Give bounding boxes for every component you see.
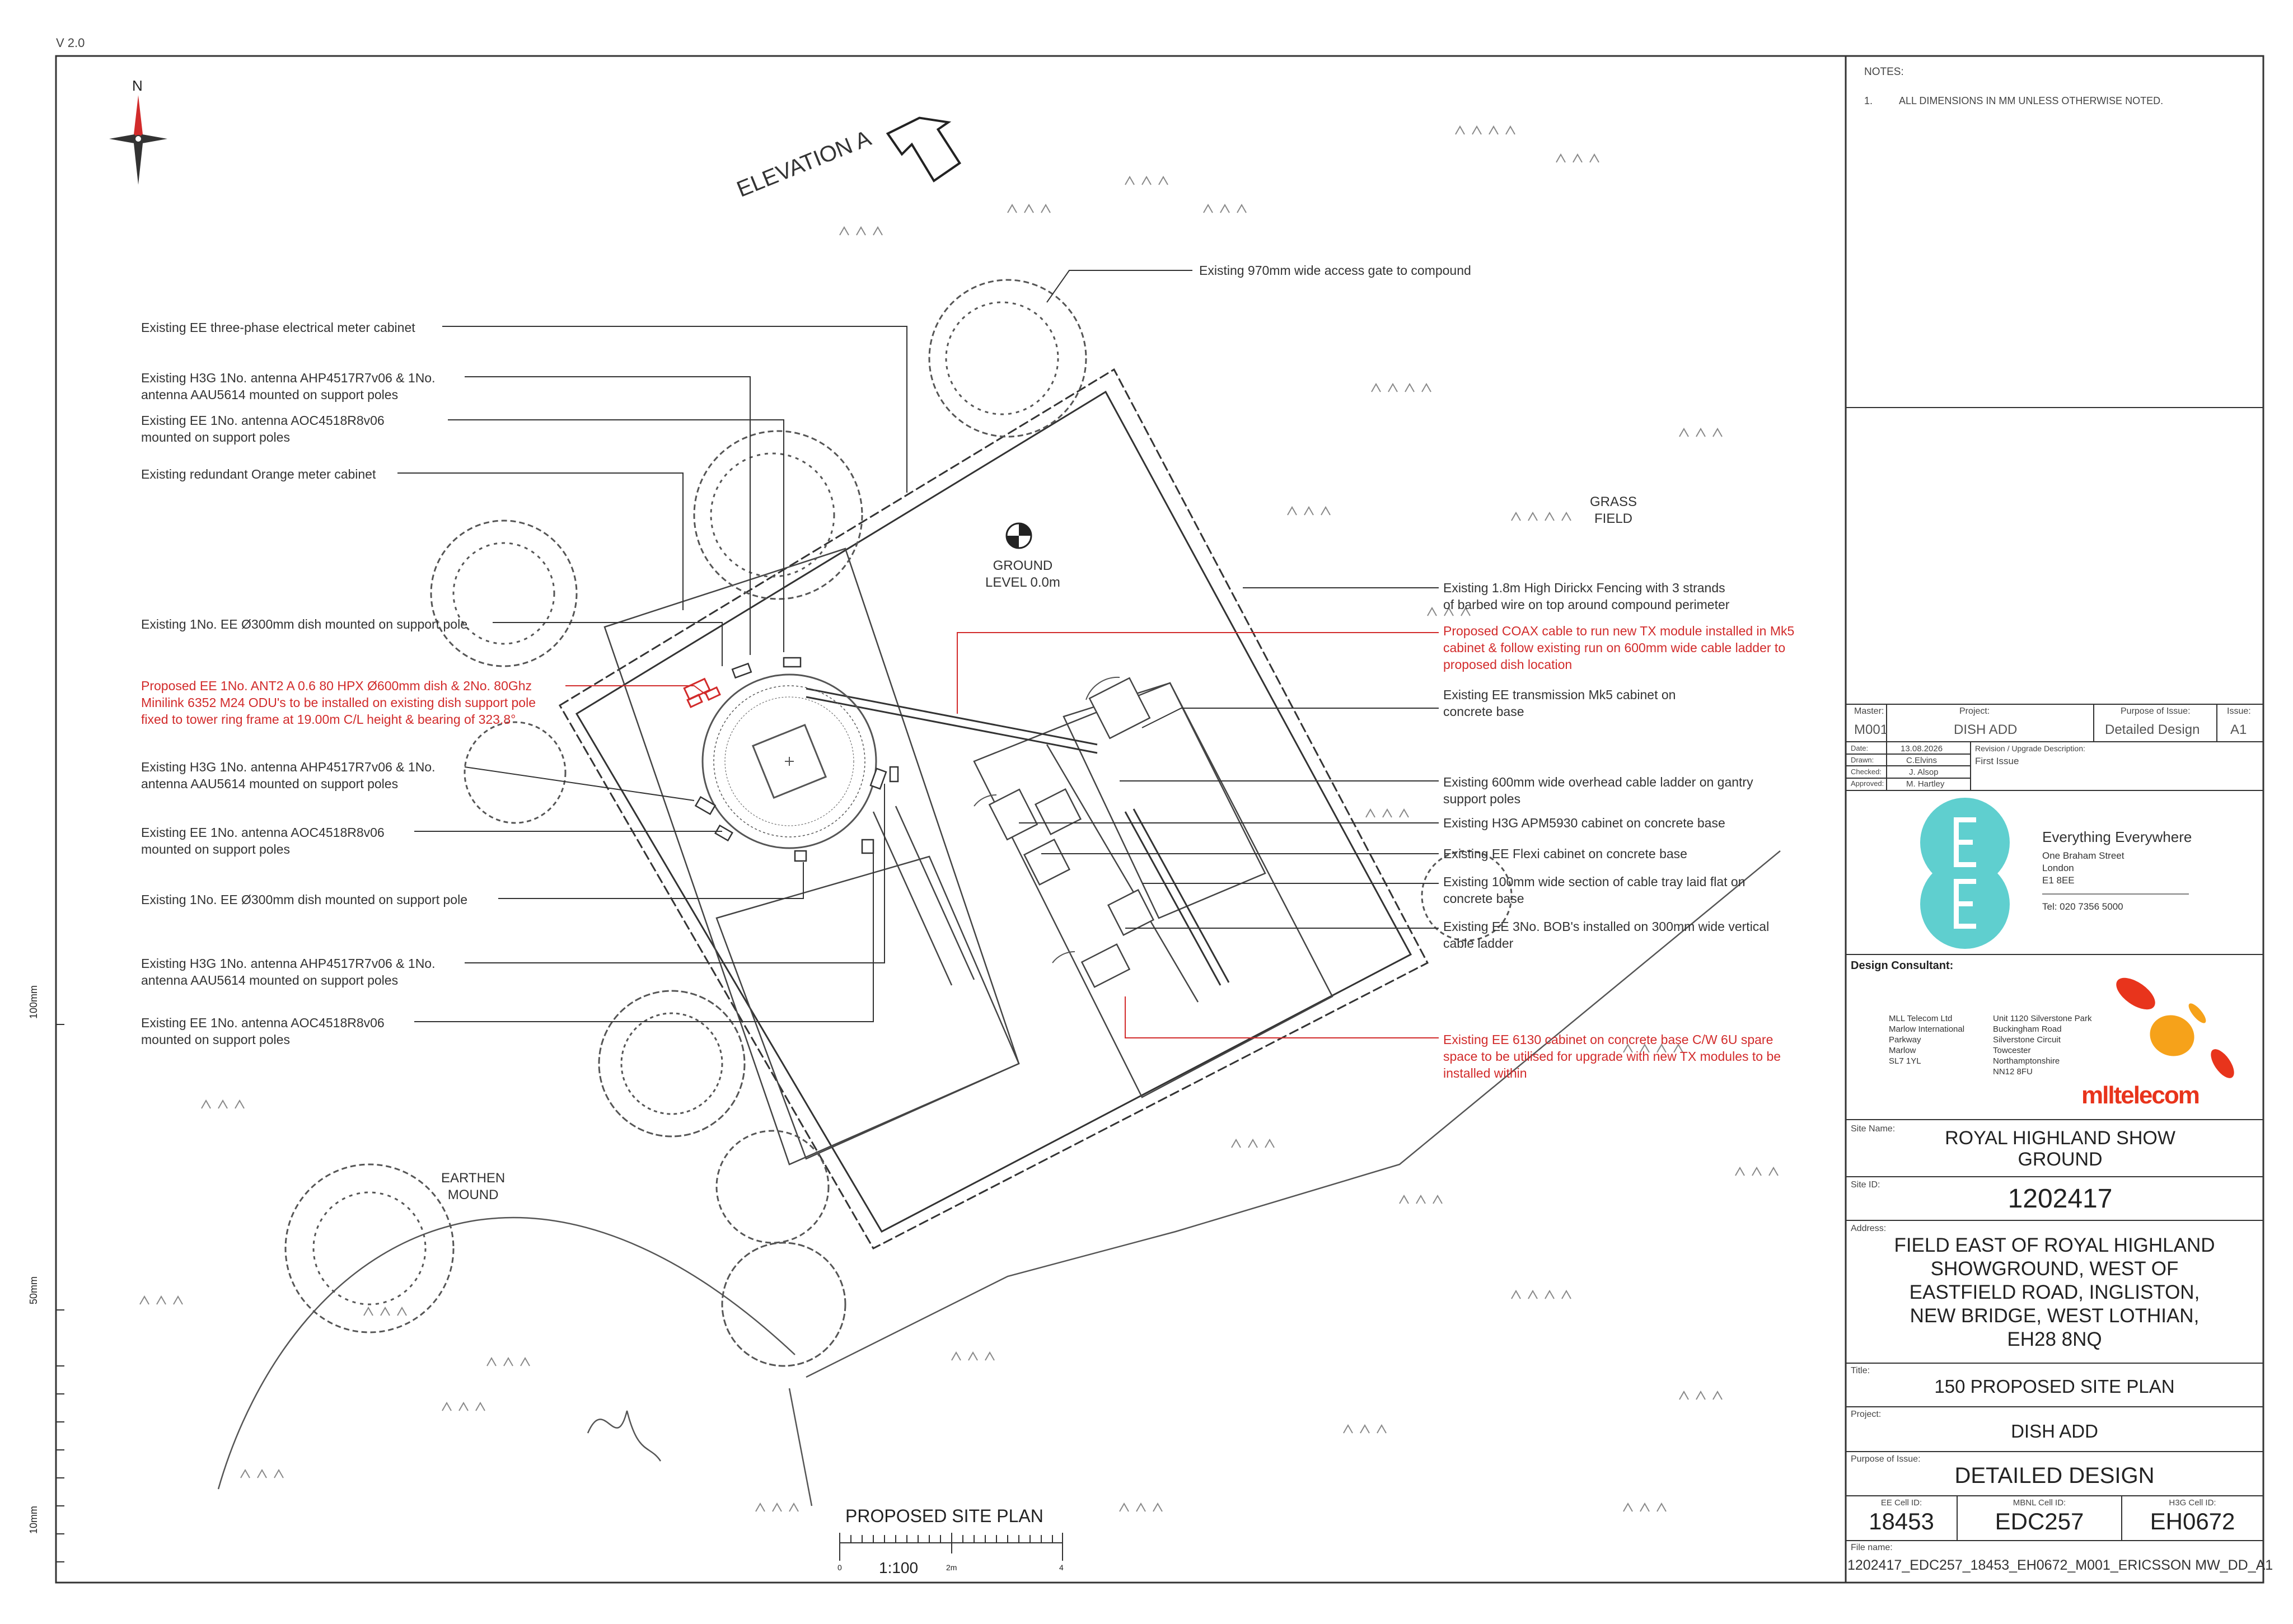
- callout-left-2: Existing H3G 1No. antenna AHP4517R7v06 &…: [141, 371, 436, 402]
- master-label: Master:: [1854, 706, 1884, 716]
- tower-ring: [701, 673, 877, 849]
- north-arrow-icon: [109, 95, 167, 185]
- site-name: ROYAL HIGHLAND SHOW GROUND: [1945, 1127, 2175, 1170]
- design-consultant-label: Design Consultant:: [1851, 960, 1954, 972]
- plan-title: PROPOSED SITE PLAN: [845, 1506, 1043, 1526]
- callout-right-8: Existing 100mm wide section of cable tra…: [1443, 874, 1746, 906]
- ee-logo: [1920, 798, 2010, 949]
- mbnl-cell-label: MBNL Cell ID:: [2013, 1498, 2066, 1508]
- issue-value: A1: [2230, 722, 2247, 737]
- mll-logo-text: mlltelecom: [2081, 1082, 2200, 1109]
- side-scale-100: 100mm: [28, 985, 39, 1019]
- site-id: 1202417: [2007, 1184, 2113, 1214]
- scale-tick-4: 4: [1059, 1563, 1064, 1572]
- ee-tel: Tel: 020 7356 5000: [2042, 901, 2123, 912]
- h3g-cell-id: EH0672: [2150, 1508, 2235, 1534]
- north-label: N: [132, 77, 143, 94]
- callout-left-10: Existing H3G 1No. antenna AHP4517R7v06 &…: [141, 956, 436, 987]
- callout-left-5: Existing 1No. EE Ø300mm dish mounted on …: [141, 617, 467, 631]
- scale-ratio: 1:100: [879, 1559, 919, 1576]
- ee-company-name: Everything Everywhere: [2042, 829, 2192, 845]
- project-short: DISH ADD: [1954, 722, 2018, 737]
- callout-right-7: Existing EE Flexi cabinet on concrete ba…: [1443, 846, 1687, 861]
- checked-value: J. Alsop: [1909, 767, 1939, 777]
- callout-left-1: Existing EE three-phase electrical meter…: [141, 320, 415, 335]
- mll-logo: [2116, 977, 2234, 1078]
- project-label: Project:: [1851, 1410, 1882, 1419]
- revision-value: First Issue: [1975, 756, 2019, 766]
- approved-label: Approved:: [1851, 779, 1884, 788]
- date-label: Date:: [1851, 744, 1869, 752]
- scale-bar: [839, 1533, 1063, 1561]
- callout-right-9: Existing EE 3No. BOB's installed on 300m…: [1443, 919, 1770, 951]
- site-name-label: Site Name:: [1851, 1124, 1896, 1134]
- trees: [284, 279, 1513, 1367]
- approved-value: M. Hartley: [1906, 779, 1945, 789]
- version-label: V 2.0: [56, 36, 85, 50]
- address-label: Address:: [1851, 1224, 1887, 1233]
- callout-left-9: Existing 1No. EE Ø300mm dish mounted on …: [141, 892, 467, 907]
- scale-tick-0: 0: [837, 1563, 842, 1572]
- drawn-label: Drawn:: [1851, 756, 1874, 764]
- callout-left-8: Existing EE 1No. antenna AOC4518R8v06 mo…: [141, 825, 385, 857]
- callout-left-6-proposed: Proposed EE 1No. ANT2 A 0.6 80 HPX Ø600m…: [141, 678, 536, 727]
- ground-datum-icon: [1005, 522, 1032, 549]
- notes-heading: NOTES:: [1864, 66, 1904, 78]
- callout-right-6: Existing H3G APM5930 cabinet on concrete…: [1443, 816, 1725, 830]
- site-id-label: Site ID:: [1851, 1180, 1880, 1190]
- checked-label: Checked:: [1851, 767, 1882, 776]
- site-address: FIELD EAST OF ROYAL HIGHLAND SHOWGROUND,…: [1894, 1234, 2215, 1350]
- callout-right-10-proposed: Existing EE 6130 cabinet on concrete bas…: [1443, 1032, 1781, 1080]
- elevation-arrow-icon: [886, 116, 962, 182]
- callout-right-1: Existing 970mm wide access gate to compo…: [1199, 263, 1471, 278]
- notes-item-1: ALL DIMENSIONS IN MM UNLESS OTHERWISE NO…: [1899, 95, 2164, 106]
- drawing-title: 150 PROPOSED SITE PLAN: [1934, 1376, 2175, 1397]
- mbnl-cell-id: EDC257: [1995, 1508, 2084, 1534]
- file-name-label: File name:: [1851, 1543, 1893, 1552]
- callout-right-2: Existing 1.8m High Dirickx Fencing with …: [1443, 581, 1730, 612]
- purpose-short: Detailed Design: [2105, 722, 2200, 737]
- drawn-value: C.Elvins: [1906, 756, 1938, 765]
- callout-left-3: Existing EE 1No. antenna AOC4518R8v06 mo…: [141, 413, 385, 444]
- ee-address: One Braham Street London E1 8EE: [2042, 850, 2124, 886]
- grass-field-label: GRASS FIELD: [1590, 494, 1637, 526]
- h3g-cell-label: H3G Cell ID:: [2169, 1498, 2216, 1508]
- master-value: M001: [1854, 722, 1888, 737]
- file-name: 1202417_EDC257_18453_EH0672_M001_ERICSSO…: [1847, 1557, 2273, 1573]
- callout-left-7: Existing H3G 1No. antenna AHP4517R7v06 &…: [141, 760, 436, 791]
- callout-left-4: Existing redundant Orange meter cabinet: [141, 467, 376, 481]
- callout-right-4: Existing EE transmission Mk5 cabinet on …: [1443, 687, 1676, 719]
- callout-left-11: Existing EE 1No. antenna AOC4518R8v06 mo…: [141, 1015, 385, 1047]
- grass-tufts: [139, 125, 1779, 1512]
- proposed-dish-icon: [683, 677, 721, 708]
- date-value: 13.08.2026: [1901, 744, 1943, 754]
- callout-right-5: Existing 600mm wide overhead cable ladde…: [1443, 775, 1753, 806]
- purpose-label: Purpose of Issue:: [1851, 1454, 1921, 1464]
- purpose-of-issue: DETAILED DESIGN: [1954, 1463, 2155, 1488]
- consultant-address-1: MLL Telecom Ltd Marlow International Par…: [1889, 1014, 1965, 1066]
- ground-level-label: GROUND LEVEL 0.0m: [985, 558, 1060, 590]
- earthen-mound: [217, 850, 1781, 1506]
- title-label: Title:: [1851, 1366, 1870, 1375]
- project-name: DISH ADD: [2011, 1421, 2098, 1442]
- earthen-mound-label: EARTHEN MOUND: [441, 1171, 506, 1202]
- notes-number: 1.: [1864, 95, 1873, 106]
- purpose-label-small: Purpose of Issue:: [2121, 706, 2191, 716]
- consultant-address-2: Unit 1120 Silverstone Park Buckingham Ro…: [1993, 1014, 2092, 1077]
- side-scale-10: 10mm: [28, 1505, 39, 1534]
- issue-label: Issue:: [2227, 706, 2251, 716]
- scale-tick-2: 2m: [946, 1563, 957, 1572]
- callout-right-3-proposed: Proposed COAX cable to run new TX module…: [1443, 624, 1795, 672]
- compound-fence: [558, 368, 1429, 1249]
- ee-cell-id: 18453: [1869, 1508, 1934, 1534]
- project-label-small: Project:: [1959, 706, 1990, 716]
- revision-label: Revision / Upgrade Description:: [1975, 744, 2085, 753]
- ee-cell-label: EE Cell ID:: [1880, 1498, 1922, 1508]
- side-scale-50: 50mm: [28, 1276, 39, 1304]
